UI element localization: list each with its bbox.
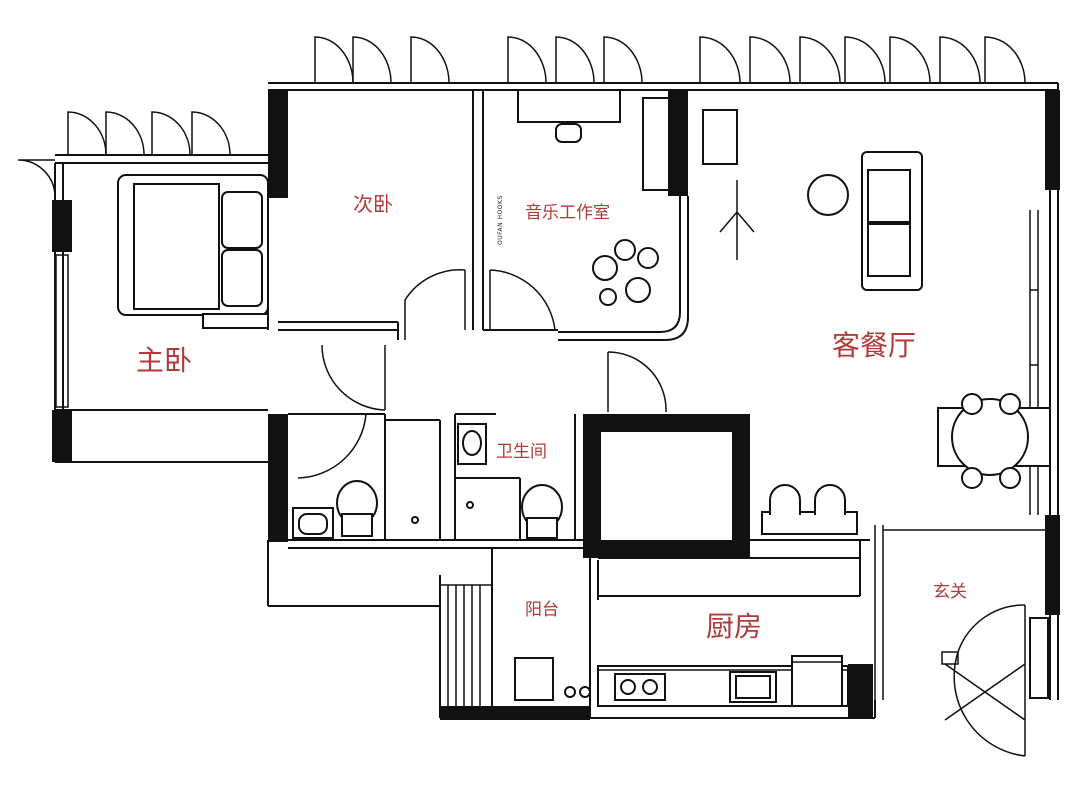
label-master-bedroom: 主卧 (136, 344, 192, 377)
label-balcony: 阳台 (525, 600, 559, 620)
label-kitchen: 厨房 (706, 610, 762, 643)
label-entrance: 玄关 (933, 582, 967, 602)
label-music-studio: 音乐工作室 (525, 203, 610, 223)
room-labels: 主卧 次卧 音乐工作室 客餐厅 卫生间 阳台 厨房 玄关 (136, 192, 967, 643)
interior-doors (297, 269, 1026, 757)
solid-walls (52, 90, 1060, 720)
hooks-text: OUFAN HOOKS (497, 195, 504, 245)
label-second-bedroom: 次卧 (353, 192, 393, 216)
label-bathroom: 卫生间 (496, 442, 547, 462)
furniture: OUFAN HOOKS (117, 89, 1051, 707)
label-living-dining: 客餐厅 (832, 329, 916, 362)
top-window-doors (17, 36, 1026, 198)
